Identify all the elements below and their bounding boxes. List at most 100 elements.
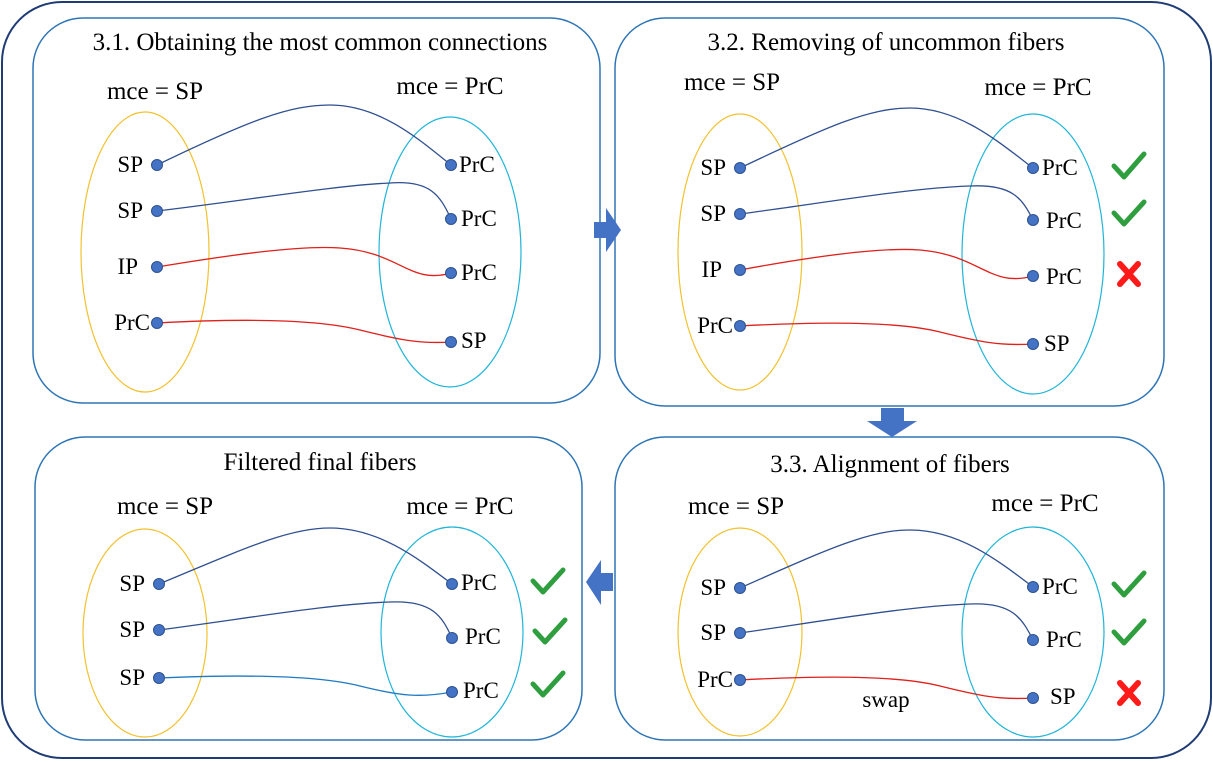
node-label: SP xyxy=(700,155,726,180)
right-group-ellipse xyxy=(378,116,522,388)
node-label: SP xyxy=(700,575,726,600)
panel-frame xyxy=(614,17,1165,407)
check-icon xyxy=(1111,618,1147,646)
fiber xyxy=(739,107,1034,169)
check-icon xyxy=(1111,199,1147,227)
fiber xyxy=(739,603,1034,641)
fiber xyxy=(158,675,453,697)
node-label: PrC xyxy=(461,260,497,285)
node xyxy=(446,632,458,644)
node-label: SP xyxy=(461,328,487,353)
node-label: PrC xyxy=(1042,574,1078,599)
node xyxy=(153,624,165,636)
node xyxy=(734,162,746,174)
left-group-header: mce = SP xyxy=(684,69,780,96)
panel-common-connections: 3.1. Obtaining the most common connectio… xyxy=(32,17,601,404)
node-label: PrC xyxy=(697,667,733,692)
right-group-header: mce = PrC xyxy=(406,493,513,520)
node xyxy=(1027,214,1039,226)
node-label: SP xyxy=(700,201,726,226)
panel-frame xyxy=(614,436,1165,741)
node xyxy=(734,674,746,686)
node xyxy=(153,578,165,590)
node xyxy=(734,582,746,594)
panel-title: 3.1. Obtaining the most common connectio… xyxy=(93,29,548,56)
node xyxy=(445,267,457,279)
node-label: PrC xyxy=(1046,264,1082,289)
check-icon xyxy=(1111,570,1147,598)
node-label: PrC xyxy=(459,152,495,177)
node xyxy=(151,261,163,273)
node xyxy=(1027,581,1039,593)
node xyxy=(445,336,457,348)
node-label: SP xyxy=(119,617,145,642)
node xyxy=(151,317,163,329)
fiber xyxy=(158,527,453,585)
right-group-header: mce = PrC xyxy=(396,73,503,100)
node xyxy=(1027,338,1039,350)
left-group-header: mce = SP xyxy=(117,493,213,520)
node-label: IP xyxy=(118,254,138,279)
node xyxy=(446,578,458,590)
panel-title: Filtered final fibers xyxy=(224,449,417,476)
panel-alignment: 3.3. Alignment of fibers mce = SP mce = … xyxy=(614,436,1165,741)
node-label: SP xyxy=(119,571,145,596)
fiber xyxy=(739,248,1034,280)
node xyxy=(1027,634,1039,646)
check-icon xyxy=(530,670,566,698)
node xyxy=(151,205,163,217)
node-label: PrC xyxy=(1042,155,1078,180)
node xyxy=(1027,162,1039,174)
arrow-down-icon xyxy=(867,408,917,437)
panel-remove-uncommon: 3.2. Removing of uncommon fibers mce = S… xyxy=(614,17,1165,407)
panel-title: 3.3. Alignment of fibers xyxy=(770,451,1010,478)
fiber xyxy=(156,181,452,220)
node-label: SP xyxy=(700,620,726,645)
node xyxy=(734,627,746,639)
node-label: SP xyxy=(1050,684,1076,709)
left-group-ellipse xyxy=(677,113,803,391)
node-label: SP xyxy=(117,152,143,177)
node-label: PrC xyxy=(463,678,499,703)
check-icon xyxy=(532,617,568,645)
node-label: IP xyxy=(702,257,722,282)
node-label: SP xyxy=(117,198,143,223)
node-label: PrC xyxy=(697,313,733,338)
left-group-header: mce = SP xyxy=(688,493,784,520)
fiber xyxy=(739,185,1034,221)
node-label: SP xyxy=(119,665,145,690)
node-label: PrC xyxy=(461,570,497,595)
cross-icon xyxy=(1117,680,1141,706)
node-label: PrC xyxy=(1046,208,1082,233)
arrow-left-icon xyxy=(586,560,613,605)
fiber xyxy=(156,319,452,344)
panel-filtered-final: Filtered final fibers mce = SP mce = PrC… xyxy=(34,436,583,741)
fiber xyxy=(739,676,1034,700)
right-group-ellipse xyxy=(961,113,1105,395)
right-group-header: mce = PrC xyxy=(991,490,1098,517)
right-group-header: mce = PrC xyxy=(984,74,1091,101)
panel-frame xyxy=(32,17,601,404)
node xyxy=(1027,270,1039,282)
node xyxy=(151,159,163,171)
left-group-ellipse xyxy=(80,111,210,393)
fiber xyxy=(156,246,452,277)
left-group-ellipse xyxy=(677,527,803,737)
node xyxy=(153,672,165,684)
node-label: SP xyxy=(1044,331,1070,356)
node-label: PrC xyxy=(1046,627,1082,652)
node xyxy=(1027,692,1039,704)
node xyxy=(446,686,458,698)
left-group-ellipse xyxy=(82,528,208,738)
check-icon xyxy=(530,567,566,595)
fiber xyxy=(739,529,1034,589)
node xyxy=(445,159,457,171)
node xyxy=(734,264,746,276)
fiber xyxy=(158,601,453,639)
right-group-ellipse xyxy=(961,526,1105,738)
node xyxy=(734,320,746,332)
right-group-ellipse xyxy=(380,526,524,738)
node-label: PrC xyxy=(114,310,150,335)
node xyxy=(445,213,457,225)
